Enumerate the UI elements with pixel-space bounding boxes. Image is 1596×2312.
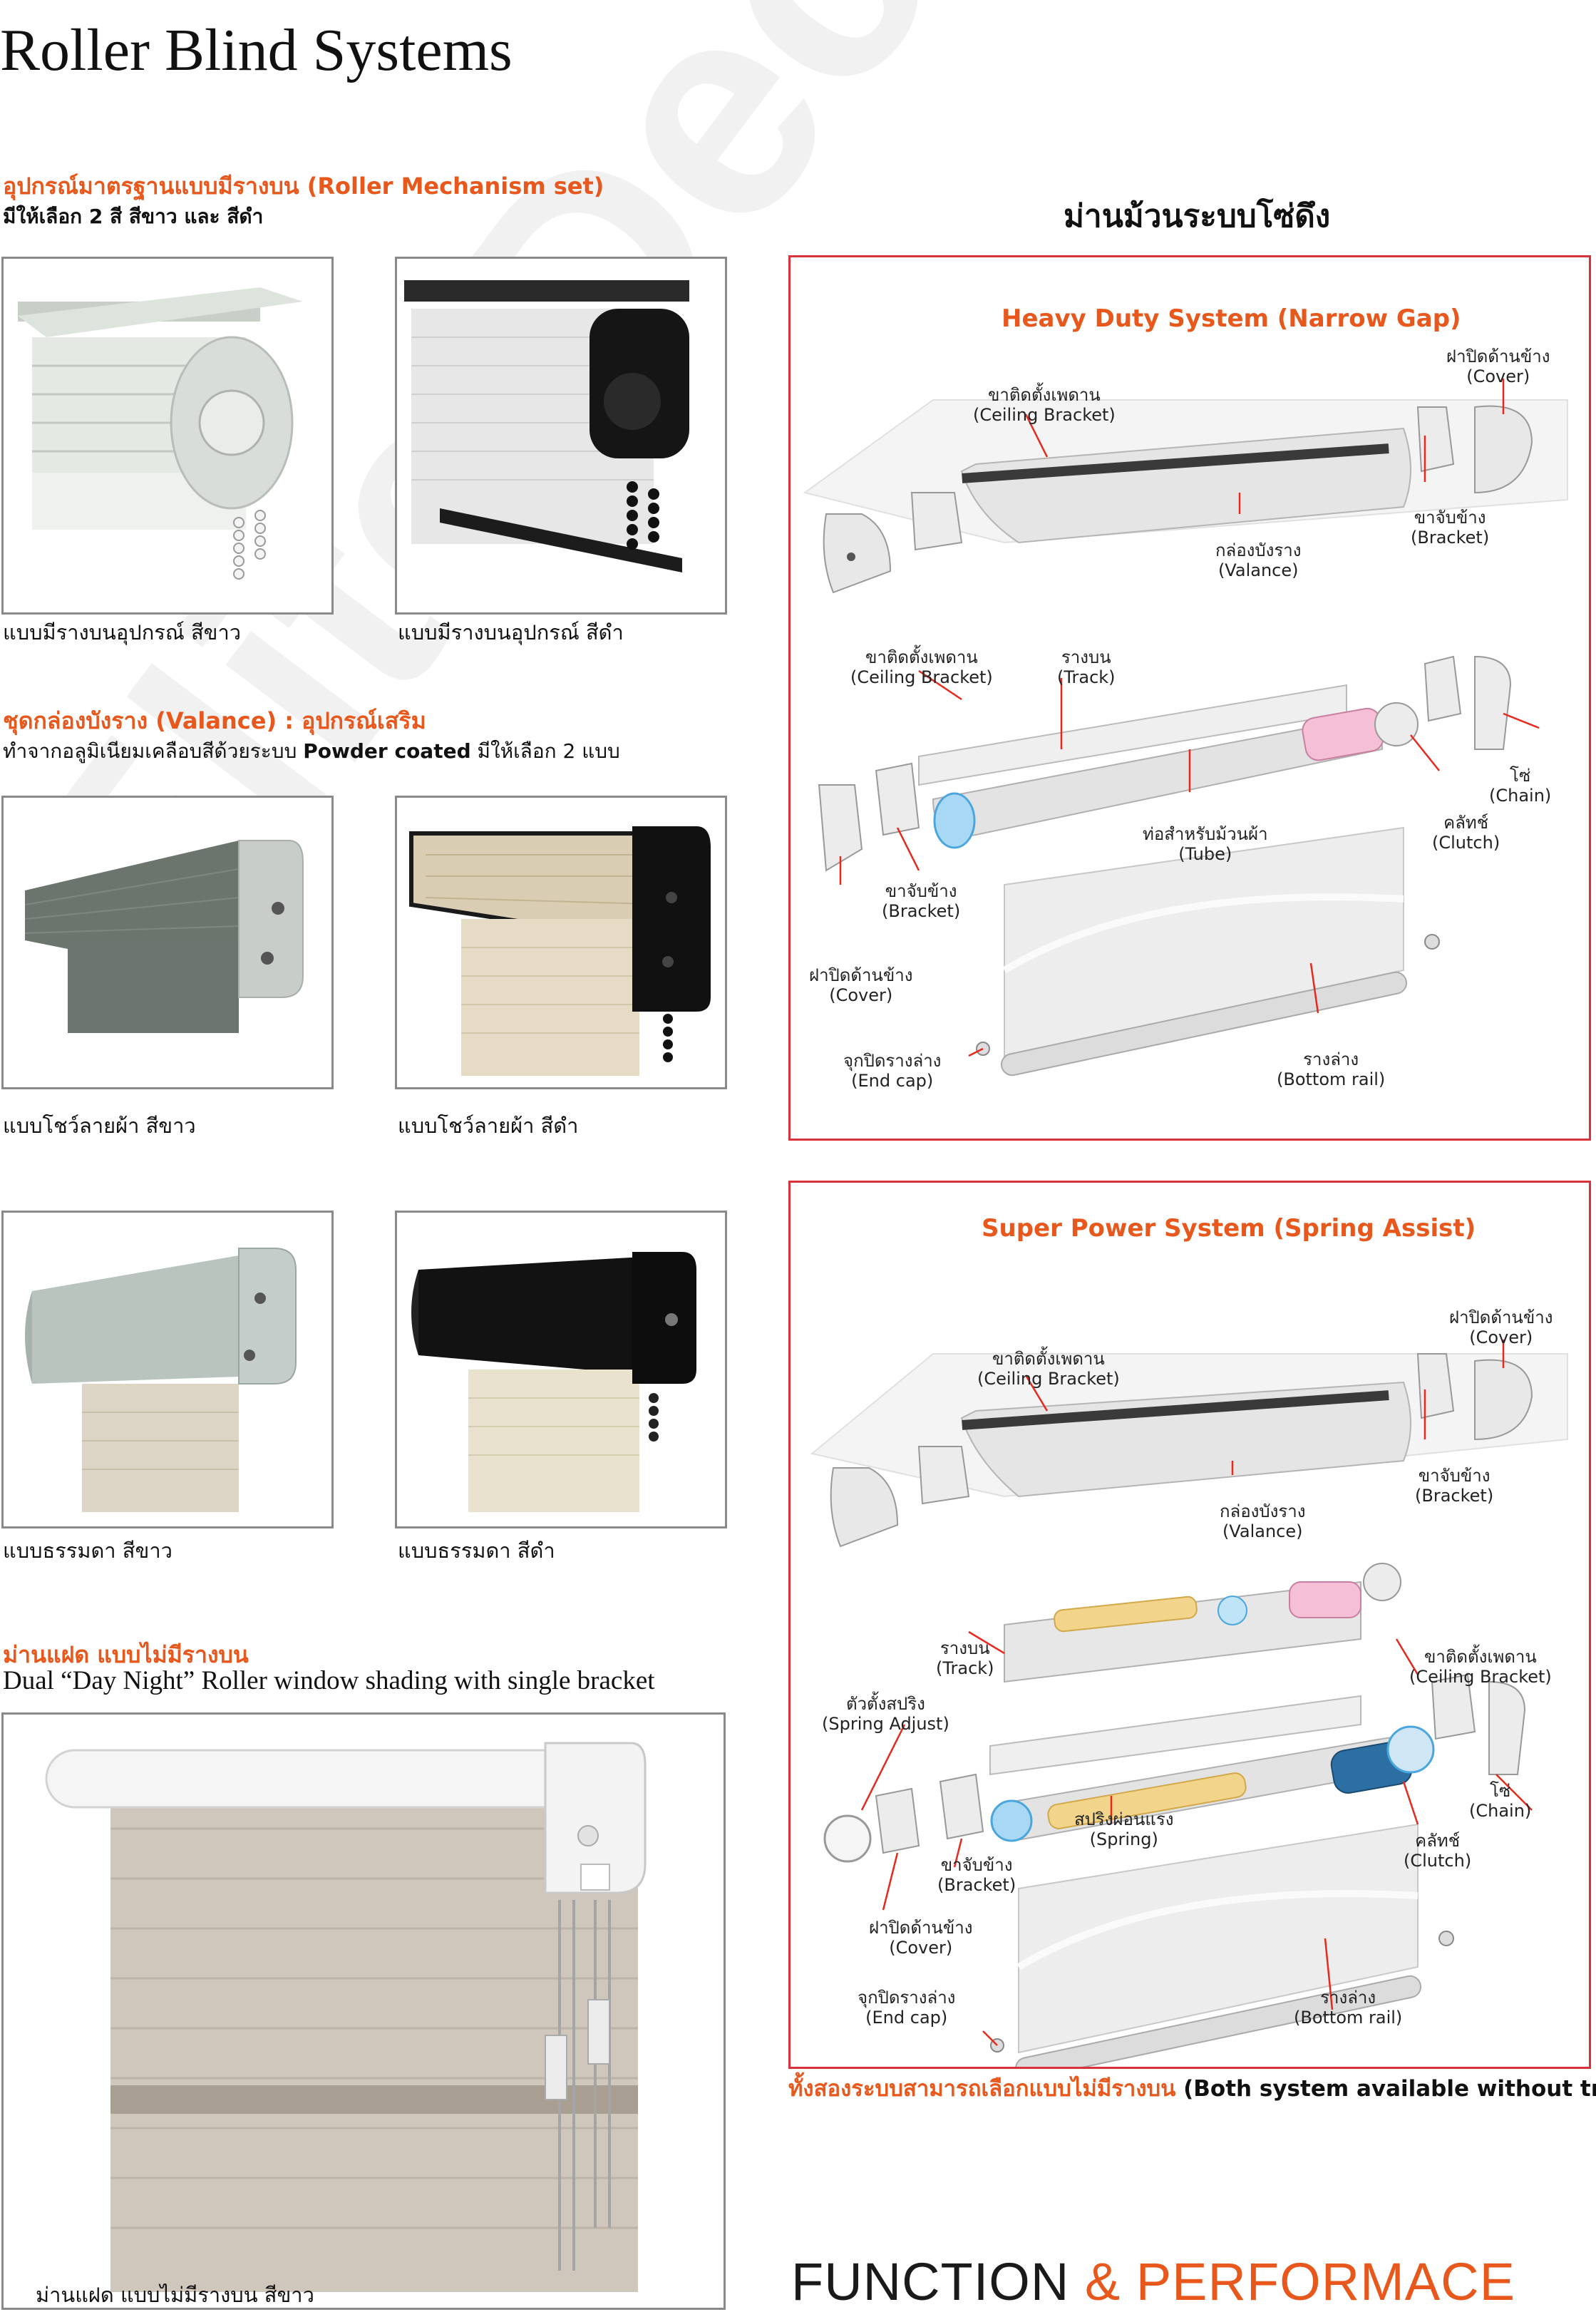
valance-fabric-white-illustration bbox=[24, 840, 304, 1033]
super-power-diagram bbox=[810, 1340, 1568, 2067]
photo-valance-plain-black bbox=[395, 1211, 727, 1529]
valance-subheading: ทำจากอลูมิเนียมเคลือบสีด้วยระบบ Powder c… bbox=[3, 736, 620, 767]
mechanism-heading: อุปกรณ์มาตรฐานแบบมีรางบน (Roller Mechani… bbox=[3, 173, 604, 200]
heavy-label-track: รางบน(Track) bbox=[1057, 647, 1116, 687]
chain-system-heading: ม่านม้วนระบบโซ่ดึง bbox=[1064, 198, 1331, 235]
valance-heading: ชุดกล่องบังราง (Valance) : อุปกรณ์เสริม bbox=[3, 707, 426, 734]
caption-mechanism-black: แบบมีรางบนอุปกรณ์ สีดำ bbox=[398, 620, 624, 644]
caption-valance-plain-black: แบบธรรมดา สีดำ bbox=[398, 1538, 555, 1563]
photo-valance-plain-white bbox=[1, 1211, 334, 1529]
mechanism-subheading: มีให้เลือก 2 สี สีขาว และ สีดำ bbox=[3, 205, 264, 228]
super-power-panel: Super Power System (Spring Assist) bbox=[788, 1181, 1591, 2069]
photo-mechanism-black bbox=[395, 257, 727, 615]
caption-mechanism-white: แบบมีรางบนอุปกรณ์ สีขาว bbox=[3, 620, 242, 644]
valance-plain-black-illustration bbox=[411, 1252, 696, 1512]
super-label-track: รางบน(Track) bbox=[936, 1638, 994, 1678]
heavy-label-valance: กล่องบังราง(Valance) bbox=[1215, 540, 1302, 580]
heavy-label-ceiling-bracket: ขาติดตั้งเพดาน(Ceiling Bracket) bbox=[850, 647, 993, 687]
super-label-end-cap: จุกปิดรางล่าง(End cap) bbox=[858, 1988, 956, 2028]
heavy-label-bottom-rail: รางล่าง(Bottom rail) bbox=[1277, 1049, 1386, 1089]
super-label-spring: สปริงผ่อนแรง(Spring) bbox=[1074, 1809, 1174, 1849]
super-label-ceiling-bracket: ขาติดตั้งเพดาน(Ceiling Bracket) bbox=[1409, 1647, 1552, 1687]
track-option-note: ทั้งสองระบบสามารถเลือกแบบไม่มีรางบน (Bot… bbox=[788, 2070, 1596, 2106]
heavy-duty-panel: Heavy Duty System (Narrow Gap) bbox=[788, 255, 1591, 1141]
note-english: (Both system available without track) bbox=[1183, 2076, 1596, 2102]
super-label-cover: ฝาปิดด้านข้าง(Cover) bbox=[869, 1918, 973, 1958]
valance-sub-a: ทำจากอลูมิเนียมเคลือบสีด้วยระบบ bbox=[3, 739, 304, 763]
super-label-chain: โซ่(Chain) bbox=[1469, 1781, 1532, 1821]
super-label-bottom-rail: รางล่าง(Bottom rail) bbox=[1294, 1988, 1403, 2028]
valance-sub-c: มีให้เลือก 2 แบบ bbox=[470, 739, 620, 763]
note-thai: ทั้งสองระบบสามารถเลือกแบบไม่มีรางบน bbox=[788, 2076, 1184, 2102]
heavy-label-bracket: ขาจับข้าง(Bracket) bbox=[882, 881, 961, 921]
valance-sub-powder-coated: Powder coated bbox=[303, 739, 471, 763]
heavy-label-tube: ท่อสำหรับม้วนผ้า(Tube) bbox=[1143, 824, 1268, 864]
valance-plain-white-illustration bbox=[25, 1248, 297, 1512]
super-label-cover-top: ฝาปิดด้านข้าง(Cover) bbox=[1449, 1307, 1553, 1347]
heavy-label-ceiling-bracket-top: ขาติดตั้งเพดาน(Ceiling Bracket) bbox=[973, 385, 1116, 425]
footer-tagline: FUNCTION & PERFORMACE bbox=[791, 2251, 1515, 2312]
photo-valance-fabric-white bbox=[1, 796, 334, 1089]
caption-dual: ม่านแฝด แบบไม่มีรางบน สีขาว bbox=[36, 2283, 314, 2307]
super-label-bracket: ขาจับข้าง(Bracket) bbox=[937, 1855, 1016, 1895]
dual-heading: ม่านแฝด แบบไม่มีรางบน bbox=[3, 1641, 249, 1668]
heavy-label-chain: โซ่(Chain) bbox=[1489, 766, 1552, 806]
super-power-title: Super Power System (Spring Assist) bbox=[982, 1214, 1476, 1243]
caption-valance-fabric-black: แบบโชว์ลายผ้า สีดำ bbox=[398, 1114, 579, 1138]
footer-function: FUNCTION bbox=[791, 2252, 1070, 2311]
photo-valance-fabric-black bbox=[395, 796, 727, 1089]
caption-valance-fabric-white: แบบโชว์ลายผ้า สีขาว bbox=[3, 1114, 196, 1138]
dual-subheading: Dual “Day Night” Roller window shading w… bbox=[3, 1666, 655, 1695]
footer-performance: & PERFORMACE bbox=[1084, 2252, 1515, 2311]
super-label-valance: กล่องบังราง(Valance) bbox=[1220, 1501, 1306, 1541]
heavy-duty-title: Heavy Duty System (Narrow Gap) bbox=[1002, 304, 1461, 333]
caption-valance-plain-white: แบบธรรมดา สีขาว bbox=[3, 1538, 173, 1563]
super-label-clutch: คลัทช์(Clutch) bbox=[1404, 1831, 1472, 1871]
mechanism-white-illustration bbox=[18, 287, 303, 580]
heavy-label-cover: ฝาปิดด้านข้าง(Cover) bbox=[809, 965, 913, 1005]
photo-mechanism-white bbox=[1, 257, 334, 615]
heavy-label-cover-top: ฝาปิดด้านข้าง(Cover) bbox=[1446, 346, 1550, 386]
mechanism-black-illustration bbox=[404, 280, 689, 572]
heavy-label-bracket-top: ขาจับข้าง(Bracket) bbox=[1411, 508, 1490, 548]
super-label-ceiling-bracket-top: ขาติดตั้งเพดาน(Ceiling Bracket) bbox=[977, 1349, 1120, 1389]
heavy-label-end-cap: จุกปิดรางล่าง(End cap) bbox=[843, 1051, 942, 1091]
page-title: Roller Blind Systems bbox=[0, 17, 513, 83]
heavy-duty-diagram bbox=[803, 379, 1568, 1077]
valance-fabric-black-illustration bbox=[409, 826, 711, 1076]
dual-day-night-illustration bbox=[45, 1742, 647, 2292]
photo-dual-day-night bbox=[1, 1712, 726, 2310]
super-label-spring-adjust: ตัวตั้งสปริง(Spring Adjust) bbox=[822, 1694, 949, 1734]
super-label-bracket-top: ขาจับข้าง(Bracket) bbox=[1415, 1466, 1494, 1506]
heavy-label-clutch: คลัทช์(Clutch) bbox=[1432, 813, 1500, 853]
